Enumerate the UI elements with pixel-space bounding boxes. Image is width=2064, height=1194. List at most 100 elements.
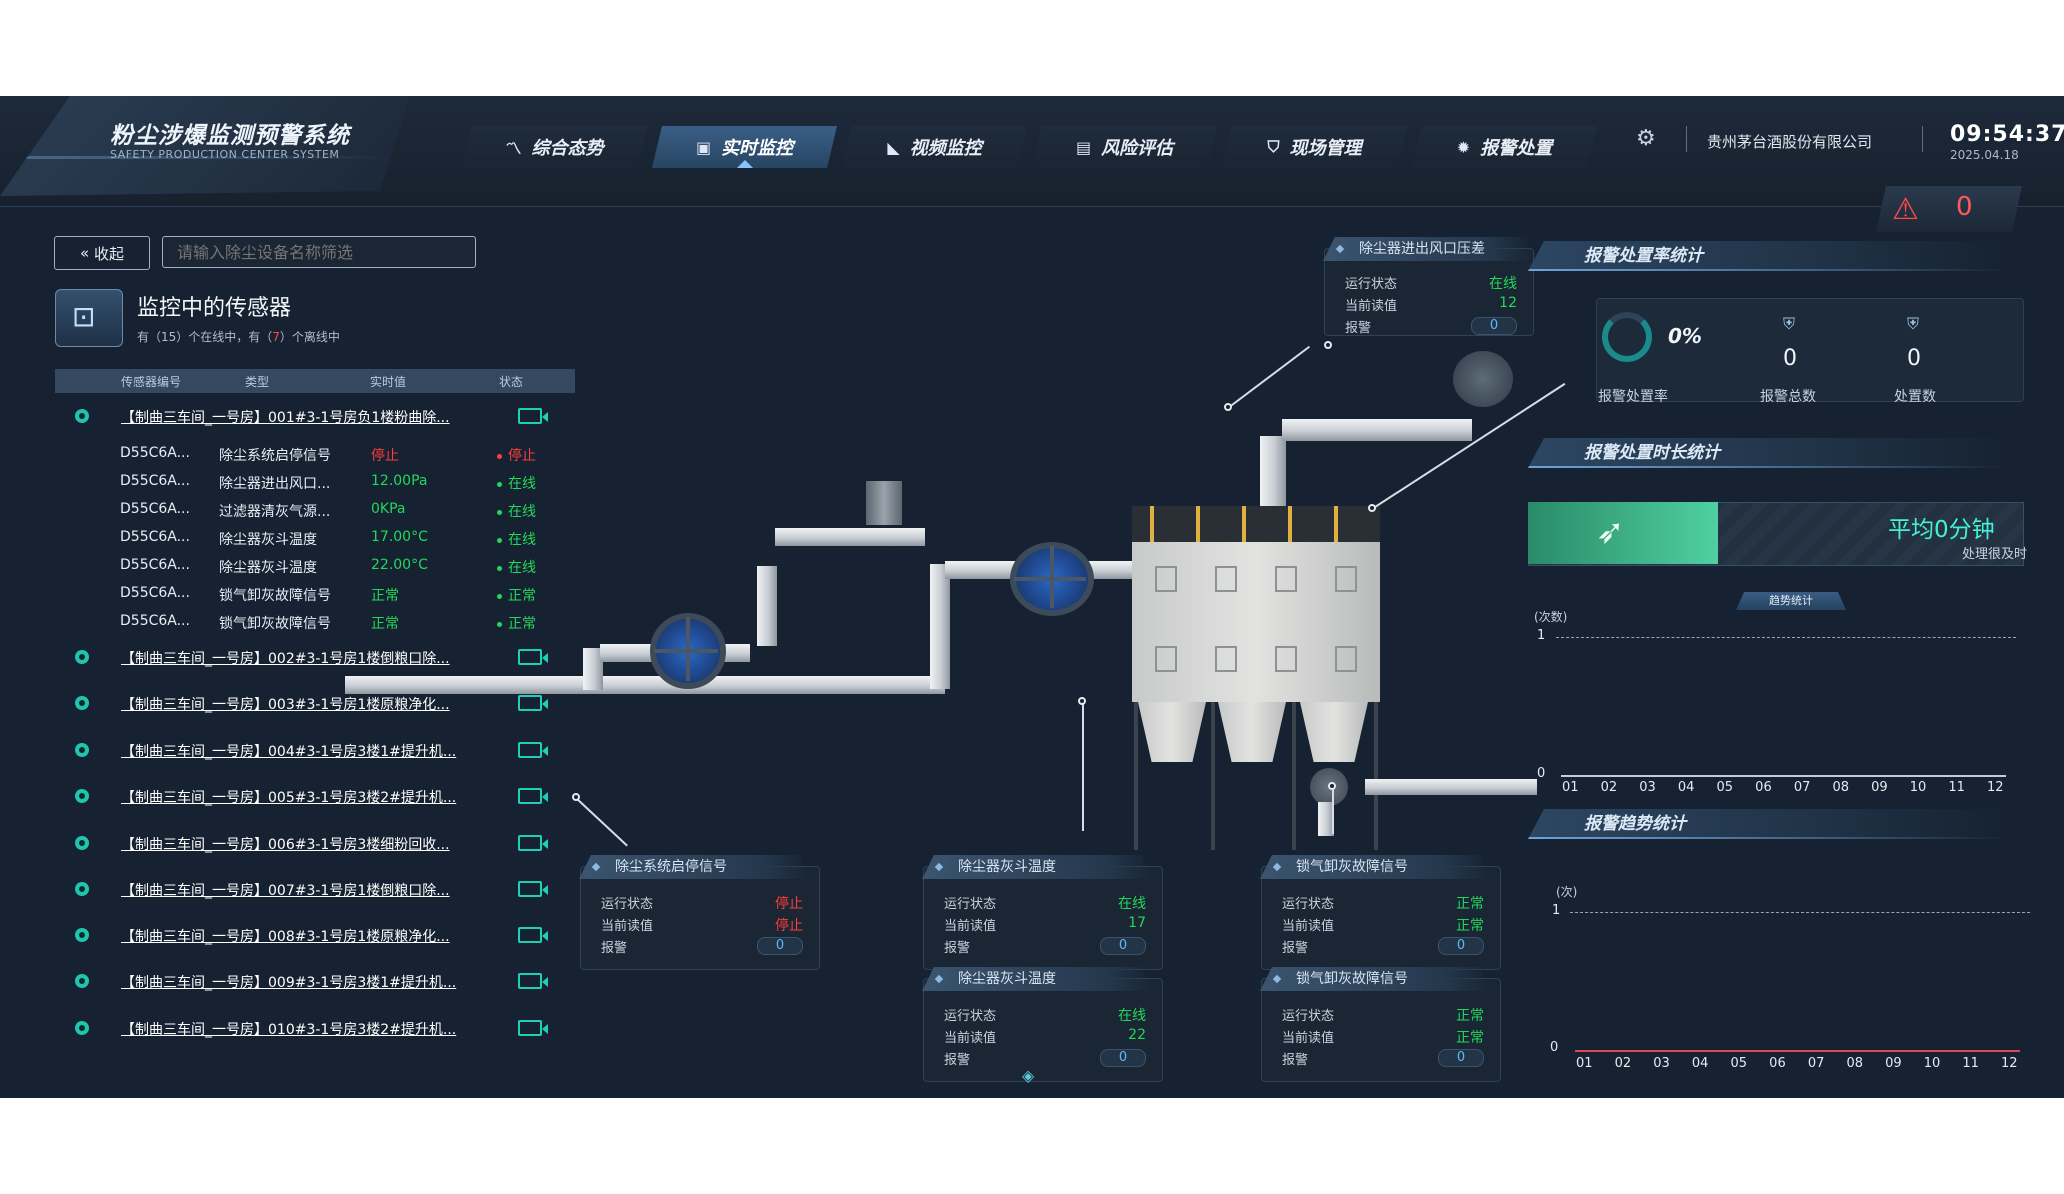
sensor-id: D55C6A... xyxy=(120,529,190,545)
sensor-value: 正常 xyxy=(371,588,399,604)
sensor-id: D55C6A... xyxy=(120,557,190,573)
chart-xtick: 03 xyxy=(1639,780,1656,795)
camera-icon[interactable] xyxy=(518,408,548,424)
device-link[interactable]: 【制曲三车间_一号房】004#3-1号房3楼1#提升机... xyxy=(121,744,457,760)
device-link[interactable]: 【制曲三车间_一号房】007#3-1号房1楼倒粮口除... xyxy=(121,883,450,899)
camera-icon[interactable] xyxy=(518,973,548,989)
sensor-type: 除尘器灰斗温度 xyxy=(219,560,317,576)
device-status-dot xyxy=(75,650,89,664)
pipe xyxy=(775,528,925,546)
card-lock-fault-1[interactable]: 锁气卸灰故障信号 运行状态 当前读值 报警 正常 正常 0 xyxy=(1260,855,1501,970)
card-hopper-temp-2[interactable]: 除尘器灰斗温度 运行状态 当前读值 报警 在线 22 0 xyxy=(922,967,1163,1082)
settings-gear-icon[interactable]: ⚙ xyxy=(1636,126,1656,151)
sensor-id: D55C6A... xyxy=(120,473,190,489)
chart-xtick: 05 xyxy=(1730,1056,1748,1071)
valve xyxy=(1010,542,1094,616)
chart-xtick: 08 xyxy=(1832,780,1849,795)
section-title-duration: 报警处置时长统计 xyxy=(1528,438,2008,468)
device-link[interactable]: 【制曲三车间_一号房】005#3-1号房3楼2#提升机... xyxy=(121,790,457,806)
chart-xtick: 01 xyxy=(1562,780,1579,795)
device-link[interactable]: 【制曲三车间_一号房】002#3-1号房1楼倒粮口除... xyxy=(121,651,450,667)
trend-stats-tab[interactable]: 趋势统计 xyxy=(1736,592,1846,610)
device-link[interactable]: 【制曲三车间_一号房】009#3-1号房3楼1#提升机... xyxy=(121,975,457,991)
device-link[interactable]: 【制曲三车间_一号房】006#3-1号房3楼细粉回收... xyxy=(121,837,450,853)
alarm-label: 报警 xyxy=(944,941,971,956)
leader-endpoint xyxy=(1078,697,1086,705)
camera-icon[interactable] xyxy=(518,835,548,851)
handled-icon: ⛨ xyxy=(1907,314,1920,333)
camera-icon[interactable] xyxy=(518,881,548,897)
camera-icon[interactable] xyxy=(518,695,548,711)
chart-point xyxy=(1853,1049,1857,1053)
read-label: 当前读值 xyxy=(1345,299,1398,314)
camera-icon[interactable] xyxy=(518,927,548,943)
chart-xtick: 08 xyxy=(1846,1056,1863,1071)
warning-icon: ⚠ xyxy=(1892,192,1919,227)
alarm-label: 报警 xyxy=(1282,1053,1309,1068)
chart-point xyxy=(1931,1049,1935,1053)
top-rail xyxy=(1132,506,1380,542)
alarm-value: 0 xyxy=(757,937,803,955)
chart-xtick: 05 xyxy=(1716,780,1734,795)
camera-icon[interactable] xyxy=(518,788,548,804)
card-title: 除尘器灰斗温度 xyxy=(922,967,1152,991)
tab-video-monitor[interactable]: ◣视频监控 xyxy=(842,126,1027,168)
chart-point xyxy=(1955,774,1959,778)
chart-point xyxy=(1762,774,1766,778)
device-link[interactable]: 【制曲三车间_一号房】010#3-1号房3楼2#提升机... xyxy=(121,1022,457,1038)
pipe xyxy=(1365,779,1537,795)
tab-risk-assessment[interactable]: ▤风险评估 xyxy=(1032,126,1217,168)
chart-point xyxy=(1878,774,1882,778)
alarm-total-value: 0 xyxy=(1783,346,1797,371)
chart-xtick: 09 xyxy=(1871,780,1888,795)
status-bullet xyxy=(497,565,502,571)
tab-alarm-handling[interactable]: ✹报警处置 xyxy=(1412,126,1597,168)
chart-xtick: 06 xyxy=(1755,780,1772,795)
tab-label: 现场管理 xyxy=(1289,138,1362,159)
camera-icon[interactable] xyxy=(518,1020,548,1036)
tab-label: 实时监控 xyxy=(721,138,794,159)
chart-point xyxy=(1776,1049,1780,1053)
camera-icon[interactable] xyxy=(518,742,548,758)
col-type: 类型 xyxy=(245,375,270,389)
read-label: 当前读值 xyxy=(1282,1031,1335,1046)
alarm-value: 0 xyxy=(1438,1049,1484,1067)
chart-series-line xyxy=(1561,775,2006,777)
alarm-indicator[interactable]: ⚠ 0 xyxy=(1876,186,2022,232)
status-text: 正常 xyxy=(508,588,536,604)
tab-realtime-monitor[interactable]: ▣实时监控 xyxy=(652,126,837,168)
chart2-ylabel: (次) xyxy=(1556,885,1578,899)
card-title: 除尘系统启停信号 xyxy=(579,855,809,879)
device-filter-input[interactable] xyxy=(162,236,476,268)
alarm-value: 0 xyxy=(1438,937,1484,955)
card-hopper-temp-1[interactable]: 除尘器灰斗温度 运行状态 当前读值 报警 在线 17 0 xyxy=(922,855,1163,970)
device-status-dot xyxy=(75,409,89,423)
device-link[interactable]: 【制曲三车间_一号房】003#3-1号房1楼原粮净化... xyxy=(121,697,450,713)
run-value: 正常 xyxy=(1456,1008,1484,1024)
camera-icon[interactable] xyxy=(518,649,548,665)
offline-text: ）个离线中 xyxy=(279,330,340,344)
read-label: 当前读值 xyxy=(601,919,654,934)
card-title: 除尘器进出风口压差 xyxy=(1323,237,1531,261)
collapse-button[interactable]: « 收起 xyxy=(54,236,150,270)
card-title: 锁气卸灰故障信号 xyxy=(1260,967,1490,991)
tab-site-management[interactable]: ⛉ 现场管理 xyxy=(1222,126,1407,168)
alarm-bell-icon: ✹ xyxy=(1456,137,1471,157)
device-link[interactable]: 【制曲三车间_一号房】001#3-1号房负1楼粉曲除... xyxy=(121,410,450,426)
device-status-dot xyxy=(75,789,89,803)
sensor-status: 在线 xyxy=(497,473,536,493)
chart1-ytick: 0 xyxy=(1537,766,1546,781)
card-start-stop[interactable]: 除尘系统启停信号 运行状态 当前读值 报警 停止 停止 0 xyxy=(579,855,820,970)
card-pressure-diff[interactable]: 除尘器进出风口压差 运行状态 当前读值 报警 在线 12 0 xyxy=(1323,237,1534,336)
device-link[interactable]: 【制曲三车间_一号房】008#3-1号房1楼原粮净化... xyxy=(121,929,450,945)
card-lock-fault-2[interactable]: 锁气卸灰故障信号 运行状态 当前读值 报警 正常 正常 0 xyxy=(1260,967,1501,1082)
shield-icon: ⛉ xyxy=(1267,137,1280,156)
scroll-toggle-icon[interactable]: ◈ xyxy=(1022,1066,1035,1085)
valve xyxy=(650,613,726,689)
status-bullet xyxy=(497,481,502,487)
device-status-dot xyxy=(75,928,89,942)
tab-overview[interactable]: 〽综合态势 xyxy=(462,126,647,168)
chart-point xyxy=(1569,774,1573,778)
inspection-window xyxy=(1215,566,1237,592)
sensor-status: 正常 xyxy=(497,585,536,605)
